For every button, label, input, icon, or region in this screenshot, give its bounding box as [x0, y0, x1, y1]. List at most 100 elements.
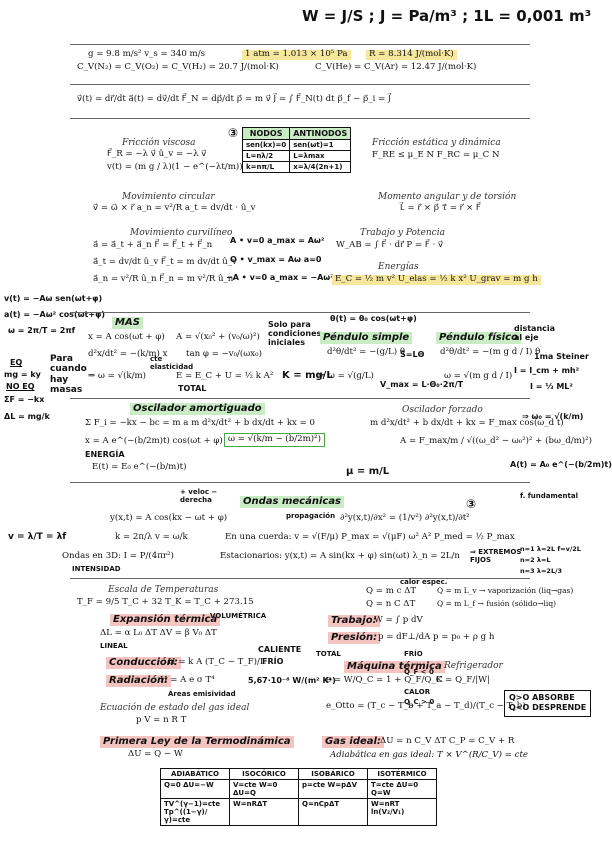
releases-note: Q<O DESPRENDE: [509, 703, 587, 713]
table-cell: Q=0 ΔU=−W: [160, 779, 230, 799]
no-eq-note: NO EQ: [6, 382, 35, 391]
damped-title: Oscilador amortiguado: [130, 403, 265, 415]
linear-label: LINEAL: [100, 642, 128, 650]
pendulum-simple-eq2: ⇒ ω = √(g/L): [318, 371, 374, 381]
total-note: TOTAL: [178, 384, 207, 393]
divider: [70, 578, 530, 579]
friction-viscous-title: Fricción viscosa: [122, 138, 196, 148]
circular-eq: v⃗ = ω⃗ × r⃗ a_n = v²/R a_t = dv/dt · û_…: [93, 203, 256, 213]
expansion-title: Expansión térmica: [110, 614, 221, 626]
friction-static-eq: F_RE ≤ μ_E N F_RC = μ_C N: [372, 150, 500, 160]
arc-length-note: S=LΘ: [400, 350, 425, 359]
gas-state-title: Ecuación de estado del gas ideal: [100, 703, 250, 713]
hot-label: CALIENTE: [258, 645, 302, 654]
ideal-gas-eq: ΔU = n C_V ΔT C_P = C_V + R: [380, 736, 515, 746]
damped-eq4: E(t) = E₀ e^(−(b/m)t): [92, 462, 187, 472]
total-thermo-note: TOTAL: [316, 650, 341, 658]
mas-eq6: E = E_C + U = ½ k A²: [176, 371, 274, 381]
fridge-title: Refrigerador: [444, 661, 503, 671]
curvilinear-eq3: a⃗_n = v²/R û_n F⃗_n = m v²/R û_n: [93, 274, 234, 284]
curvilinear-eq2: a⃗_t = dv/dt û_v F⃗_t = m dv/dt û_v: [93, 257, 237, 267]
waves-3d-eq: Ondas en 3D: I = P/(4πr²): [62, 551, 174, 561]
machine-eq: e = W/Q_C = 1 + Q_F/Q_C: [326, 675, 443, 685]
shm-point-o: O • v_max = Aω a=0: [230, 255, 322, 264]
theta-note: θ(t) = θ₀ cos(ωt+φ): [330, 314, 417, 323]
forced-title: Oscilador forzado: [402, 405, 483, 415]
mas-eq3: d²x/dt² = −(k/m) x: [88, 349, 168, 359]
curvilinear-title: Movimiento curvilíneo: [130, 228, 233, 238]
wave-equation: ∂²y(x,t)/∂x² = (1/v²) ∂²y(x,t)/∂t²: [340, 513, 470, 523]
table-cell: Q=nCpΔT: [298, 798, 368, 826]
absorbs-note: Q>O ABSORBE: [509, 693, 575, 702]
heat-eq2: Q = n C ΔT: [366, 599, 416, 609]
stationary-eq: Estacionarios: y(x,t) = A sin(kx + φ) si…: [220, 551, 460, 561]
table-cell: k=nπ/L: [241, 161, 291, 173]
pressure-eq: p = dF⊥/dA p = p₀ + ρ g h: [378, 632, 495, 642]
handwritten-units: W = J/S ; J = Pa/m³ ; 1L = 0,001 m³: [302, 7, 592, 25]
conduction-title: Conducción:: [106, 657, 181, 669]
ideal-gas-title: Gas ideal:: [322, 736, 384, 748]
table-cell: x=λ/4(2n+1): [289, 161, 352, 173]
adiabatic-eq: Adiabática en gas ideal: T × V^(R/C_V) =…: [330, 750, 528, 760]
friction-static-title: Fricción estática y dinámica: [372, 138, 501, 148]
k-mgl-note: K = mg/L: [282, 370, 333, 381]
shm-point-a: A • v=0 a_max = Aω²: [230, 236, 325, 245]
heat-eq1: Q = m c ΔT: [366, 586, 417, 596]
velocity-note: v(t) = −Aω sen(ωt+φ): [4, 294, 103, 303]
qc-note: Q_C > 0: [404, 698, 435, 706]
divider: [70, 84, 530, 85]
table-cell: sen(kx)=0: [241, 139, 291, 151]
table-cell: sen(ωt)=1: [289, 139, 352, 151]
divider: [70, 482, 530, 483]
string-eq: En una cuerda: v = √(F/μ) P_max = √(μF) …: [225, 532, 515, 542]
divider: [70, 398, 530, 399]
table-cell: p=cte W=pΔV: [298, 779, 368, 799]
curvilinear-eq1: a⃗ = a⃗_t + a⃗_n F⃗ = F⃗_t + F⃗_n: [93, 240, 213, 250]
elastic-constant-note: cte elasticidad: [150, 355, 194, 372]
latent-eq1: Q = m L_v → vaporización (liq→gas): [437, 586, 574, 595]
heat-sign-note: Q>O ABSORBE Q<O DESPRENDE: [504, 690, 592, 717]
pendulum-physical-eq2: ω = √(m g d / I): [444, 371, 513, 381]
shm-point-minus-a: −A • v=0 a_max = −Aω²: [226, 273, 334, 282]
friction-viscous-eq1: F⃗_R = −λ v⃗ û_v = −λ v⃗: [107, 149, 207, 159]
cold-reservoir-note: FRÍO: [404, 650, 423, 658]
pendulum-physical-title: Péndulo físico: [436, 332, 521, 344]
antinodes-header: ANTINODOS: [289, 127, 352, 140]
masses-note: Para cuando hay masas: [50, 354, 87, 396]
isochoric-header: ISOCÓRICO: [229, 768, 299, 780]
adiabatic-header: ADIABÁTICO: [160, 768, 230, 780]
mas-eq5: ⇒ ω = √(k/m): [88, 371, 147, 381]
cv-monatomic: C_V(He) = C_V(Ar) = 12.47 J/(mol·K): [315, 62, 477, 72]
circular-title: Movimiento circular: [122, 192, 215, 202]
harmonic-1: n=1 λ=2L f=v/2L: [520, 545, 581, 553]
heat-reservoir-note: CALOR: [404, 688, 431, 696]
eq-note: EQ: [10, 358, 23, 367]
divider: [70, 312, 530, 313]
table-cell: V=cte W=0 ΔU=Q: [229, 779, 299, 799]
process-table: ADIABÁTICO ISOCÓRICO ISOBÁRICO ISOTÉRMIC…: [160, 768, 437, 826]
pressure-title: Presión:: [328, 632, 381, 644]
omega-note: ω = 2π/T = 2πf: [8, 326, 76, 335]
gas-constant: R = 8.314 J/(mol·K): [366, 49, 457, 60]
table-cell: T=cte ΔU=0 Q=W: [367, 779, 437, 799]
steiner-eq: I = I_cm + mh²: [514, 366, 580, 375]
table-cell: W=nRT ln(V₂/V₁): [367, 798, 437, 826]
waves-title: Ondas mecánicas: [240, 496, 345, 508]
velocity-direction-note: + veloc − derecha: [180, 488, 218, 505]
damped-eq1: Σ F_i = −kx − bc = m a m d²x/dt² + b dx/…: [85, 418, 316, 428]
table-cell: TV^(γ−1)=cte Tp^((1−γ)/γ)=cte: [160, 798, 230, 826]
friction-viscous-eq2: v(t) = (m g / λ)(1 − e^(−λt/m)): [107, 162, 243, 172]
volumetric-label: VOLUMÉTRICA: [210, 612, 267, 620]
forced-eq2: A = F_max/m / √((ω_d² − ω₀²)² + (bω_d/m)…: [400, 436, 592, 446]
nodes-header: NODOS: [241, 127, 291, 140]
isobaric-header: ISOBÁRICO: [298, 768, 368, 780]
pendulum-physical-eq1: d²θ/dt² = −(m g d / I) θ: [440, 347, 541, 357]
qf-note: Q_F < 0: [404, 668, 434, 676]
work-title: Trabajo y Potencia: [360, 228, 445, 238]
expansion-eq: ΔL = α L₀ ΔT ΔV = β V₀ ΔT: [100, 628, 217, 638]
areas-emissivity-note: Áreas emisividad: [168, 690, 236, 698]
wavelength-note: v = λ/T = λf: [8, 532, 67, 542]
energy-eq: E_C = ½ m v² U_elas = ½ k x² U_grav = m …: [332, 274, 541, 285]
fixed-ends-note: ⇒ EXTREMOS FIJOS: [470, 548, 522, 565]
constants-line: g = 9.8 m/s² v_s = 340 m/s: [88, 49, 206, 59]
